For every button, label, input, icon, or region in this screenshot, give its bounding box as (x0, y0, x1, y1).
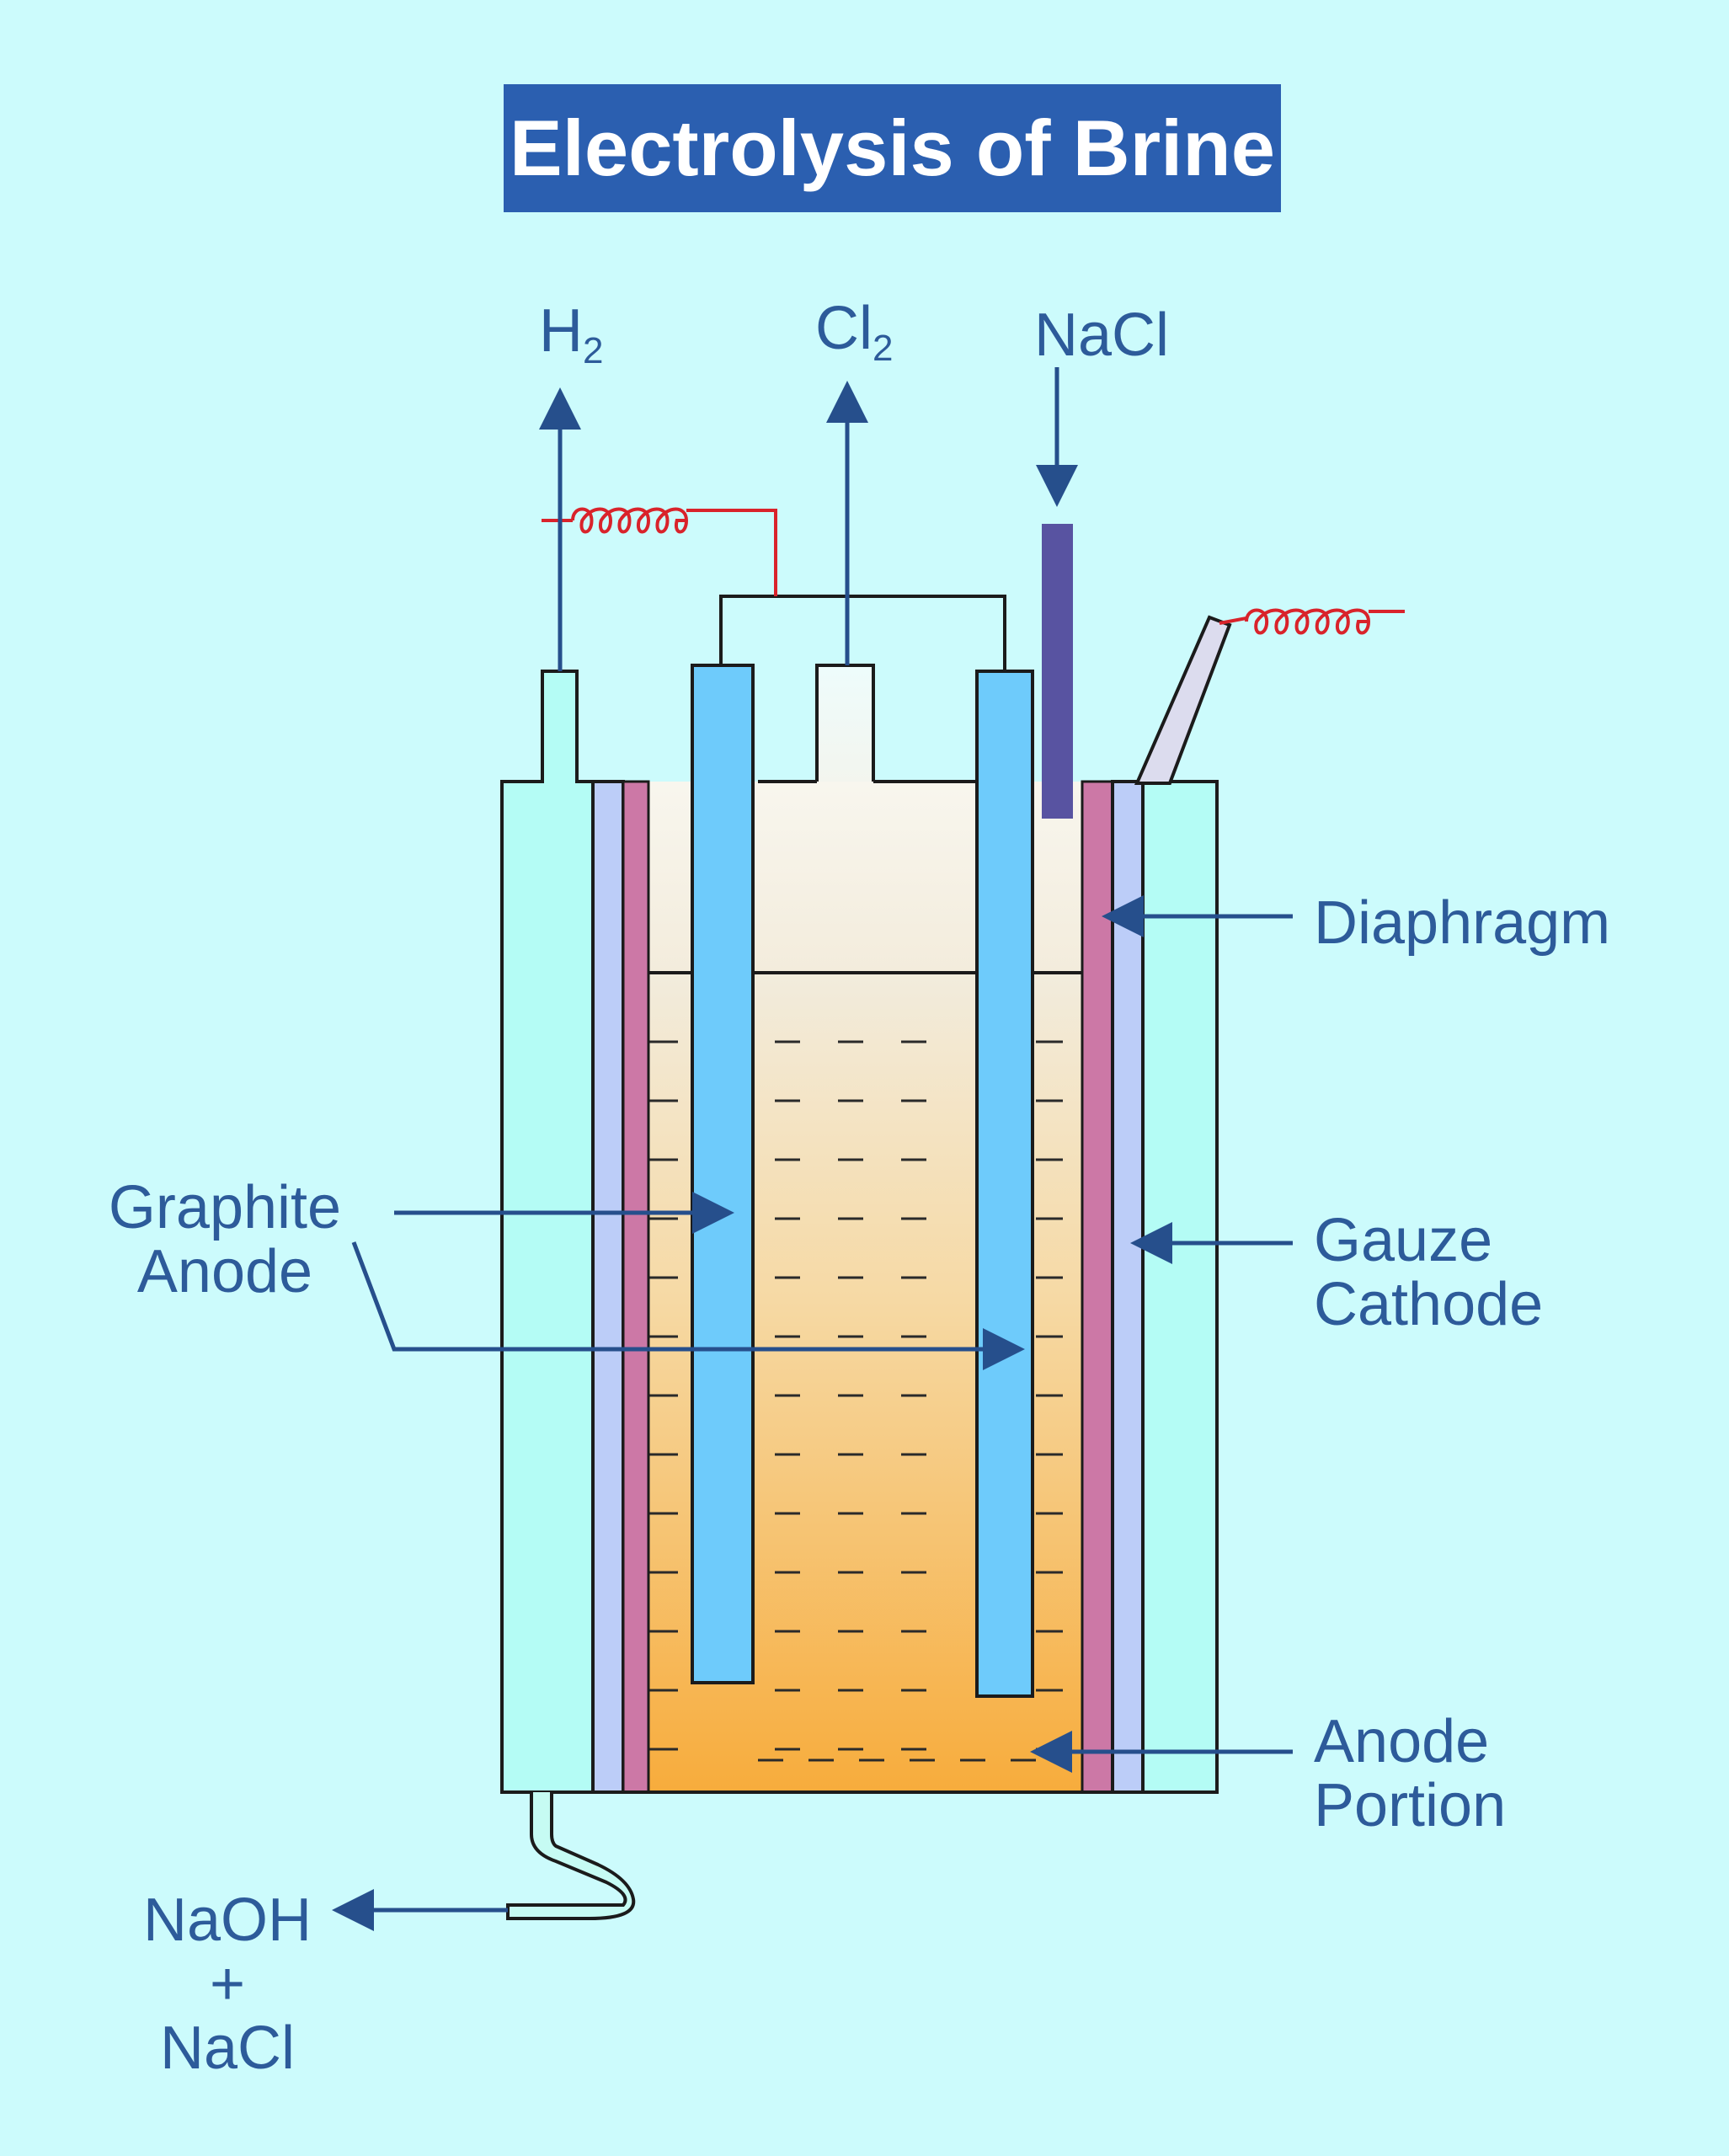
label-anode-portion: Anode Portion (1314, 1708, 1507, 1839)
anode-connector-wire (719, 595, 1006, 671)
graphite-anode-pointer-2 (351, 1241, 1025, 1370)
right-outer-wall (1141, 780, 1219, 1794)
label-diaphragm: Diaphragm (1314, 889, 1611, 957)
graphite-anode-rod-right (975, 670, 1034, 1698)
left-outer-wall (500, 670, 595, 1794)
cathode-terminal-rod (1134, 615, 1232, 785)
diagram-title: Electrolysis of Brine (504, 84, 1281, 212)
right-heating-coil (1219, 608, 1405, 635)
chlorine-outlet-neck (817, 665, 873, 782)
label-chlorine: Cl2 (815, 295, 894, 369)
left-gauze-cathode (591, 780, 625, 1794)
label-gauze-cathode: Gauze Cathode (1314, 1207, 1544, 1338)
right-gauze-cathode (1111, 780, 1145, 1794)
naoh-outlet-pipe (506, 1792, 636, 1920)
graphite-anode-rod-left (691, 664, 755, 1684)
liquid-dashes (648, 1040, 1063, 1762)
left-diaphragm (622, 780, 650, 1794)
right-diaphragm (1081, 780, 1114, 1794)
left-heating-coil (542, 507, 777, 596)
label-hydrogen: H2 (539, 297, 604, 371)
label-graphite-anode: Graphite Anode (108, 1174, 342, 1305)
label-nacl-inlet: NaCl (1034, 302, 1170, 369)
nacl-feed-pipe (1042, 524, 1073, 819)
label-outlet-products: NaOH + NaCl (142, 1886, 312, 2082)
